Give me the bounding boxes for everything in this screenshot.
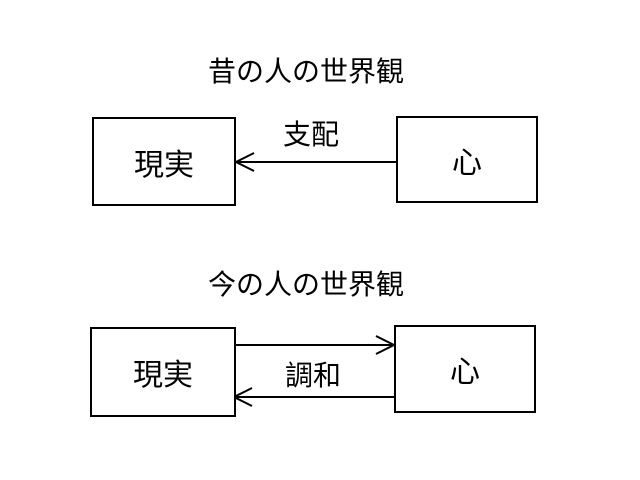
old-reality-box: 現実 <box>92 117 236 206</box>
new-arrow-forward <box>234 335 397 355</box>
new-mind-label: 心 <box>450 355 480 390</box>
new-reality-box: 現実 <box>90 327 236 417</box>
old-mind-label: 心 <box>452 145 482 181</box>
new-view-title: 今の人の世界観 <box>208 268 405 301</box>
new-mind-box: 心 <box>394 325 536 413</box>
old-mind-box: 心 <box>396 116 538 203</box>
old-view-title: 昔の人の世界観 <box>208 55 405 88</box>
old-reality-label: 現実 <box>134 147 194 183</box>
new-relation-label: 調和 <box>285 359 342 392</box>
new-reality-label: 現実 <box>133 358 193 393</box>
old-relation-label: 支配 <box>283 118 340 151</box>
old-arrow-control <box>233 152 396 172</box>
